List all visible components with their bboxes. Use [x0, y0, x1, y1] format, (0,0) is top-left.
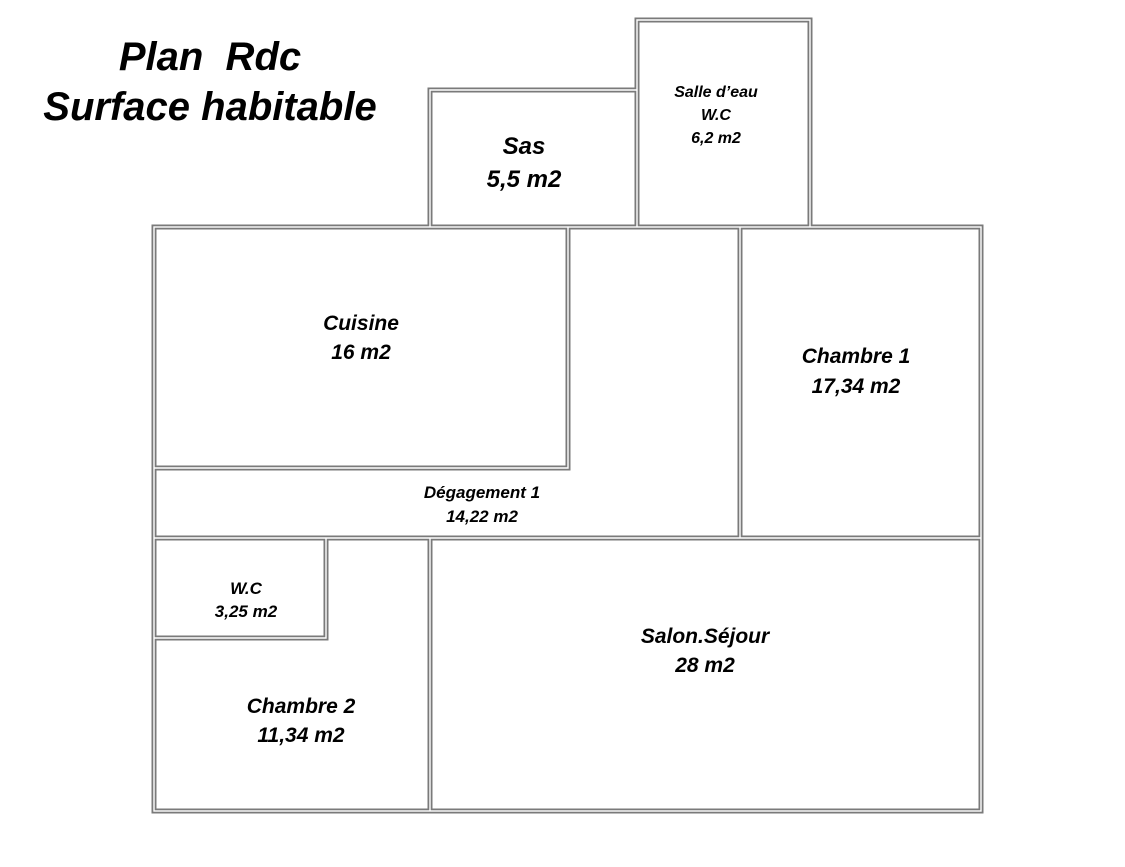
- salle-eau-name: Salle d’eau: [674, 84, 758, 101]
- cuisine-name: Cuisine: [323, 312, 399, 335]
- wc-name: W.C: [230, 579, 263, 598]
- salle-eau-area: 6,2 m2: [691, 130, 741, 147]
- plan-title-line-2: Surface habitable: [43, 85, 377, 129]
- chambre1-name: Chambre 1: [802, 345, 911, 368]
- chambre2-area: 11,34 m2: [257, 724, 344, 747]
- sas-area: 5,5 m2: [487, 166, 562, 193]
- salon-area: 28 m2: [674, 654, 735, 677]
- sas-name: Sas: [503, 133, 546, 160]
- chambre1-area: 17,34 m2: [812, 375, 901, 398]
- plan-title: Plan Rdc Surface habitable: [0, 32, 420, 132]
- plan-title-line-1: Plan Rdc: [118, 35, 302, 79]
- degagement-name: Dégagement 1: [424, 483, 540, 502]
- wall-highlights: [153, 19, 982, 812]
- salle-eau-sub: W.C: [701, 107, 731, 124]
- wc-area: 3,25 m2: [215, 602, 278, 621]
- degagement-area: 14,22 m2: [446, 507, 518, 526]
- chambre2-name: Chambre 2: [247, 695, 356, 718]
- cuisine-area: 16 m2: [331, 341, 391, 364]
- salon-name: Salon.Séjour: [641, 625, 771, 648]
